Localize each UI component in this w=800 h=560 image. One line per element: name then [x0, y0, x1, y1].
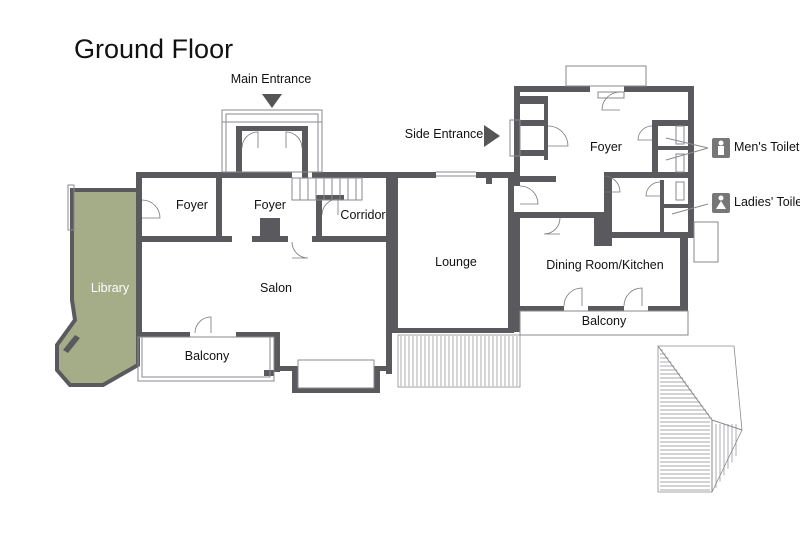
side-entrance-label: Side Entrance [405, 127, 484, 141]
right-walls [514, 86, 694, 332]
main-entrance-label: Main Entrance [231, 72, 312, 86]
ladies-toilet-label: Ladies' Toilet [734, 195, 800, 209]
door-swings-left [141, 131, 339, 334]
mens-toilet-label: Men's Toilet [734, 140, 800, 154]
plan-title: Ground Floor [74, 34, 233, 64]
balcony-left-label: Balcony [185, 349, 230, 363]
ladies-toilet-callout: Ladies' Toilet [671, 193, 800, 215]
stairs [291, 177, 363, 201]
balcony-left-outline [137, 336, 275, 382]
foyer-center-label: Foyer [254, 198, 286, 212]
corridor-label: Corridor [340, 208, 385, 222]
balcony-right-label: Balcony [582, 314, 627, 328]
dining-kitchen-label: Dining Room/Kitchen [546, 258, 663, 272]
arrow-down-icon [262, 94, 282, 108]
mens-toilet-callout: Men's Toilet [665, 137, 800, 161]
library-label: Library [91, 281, 130, 295]
foyer-right-label: Foyer [590, 140, 622, 154]
main-walls [136, 126, 394, 393]
right-outlines [509, 65, 719, 336]
roof-terrace [657, 345, 743, 493]
main-entrance-porch [221, 109, 323, 173]
lounge-deck [397, 334, 521, 388]
salon-bay-window [297, 359, 375, 389]
salon-label: Salon [260, 281, 292, 295]
library-room: Library [55, 184, 140, 387]
arrow-right-icon [484, 125, 500, 147]
door-swings-right [519, 91, 661, 307]
foyer-left-label: Foyer [176, 198, 208, 212]
lounge-walls [392, 171, 514, 333]
lounge-label: Lounge [435, 255, 477, 269]
